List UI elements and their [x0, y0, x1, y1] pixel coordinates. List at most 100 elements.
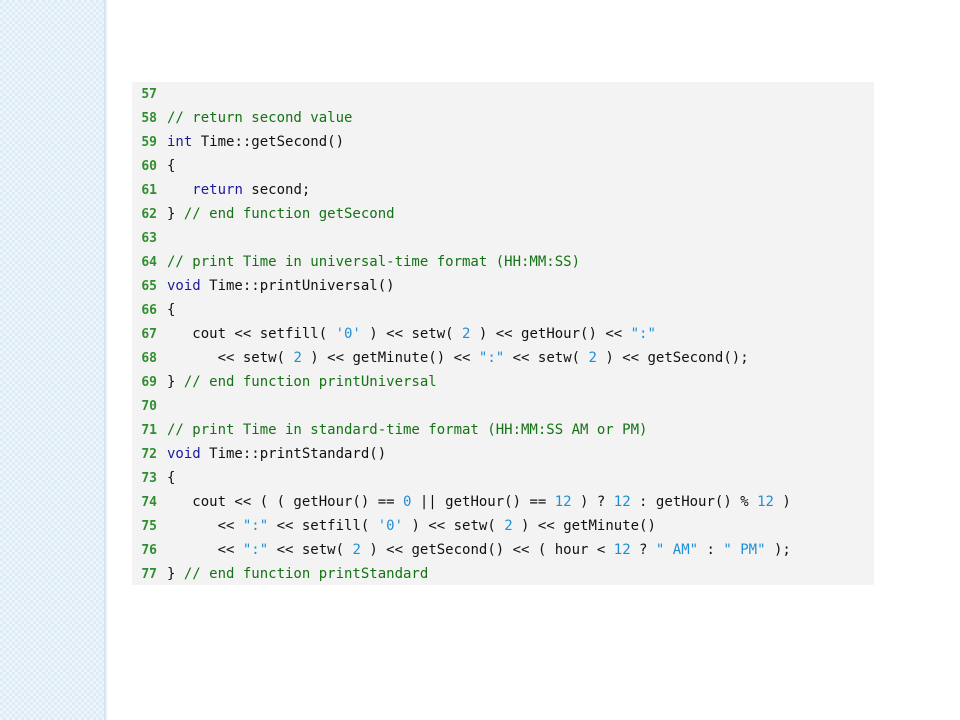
- code-token: ) << getMinute(): [512, 518, 656, 534]
- code-token: ) << setw(: [360, 326, 463, 342]
- code-line: 75 << ":" << setfill( '0' ) << setw( 2 )…: [132, 514, 656, 538]
- line-number: 76: [141, 543, 157, 558]
- code-token: 2: [352, 542, 361, 558]
- line-number: 67: [141, 327, 157, 342]
- code-line: 60 {: [132, 154, 175, 178]
- code-line: 67 cout << setfill( '0' ) << setw( 2 ) <…: [132, 322, 656, 346]
- code-token: << setw(: [268, 542, 353, 558]
- line-number: 74: [141, 495, 157, 510]
- code-token: ) << getSecond();: [596, 350, 749, 366]
- line-number: 58: [141, 111, 157, 126]
- code-token: ) << getMinute() <<: [301, 350, 479, 366]
- code-token: 2: [504, 518, 513, 534]
- code-line: 71 // print Time in standard-time format …: [132, 418, 647, 442]
- code-token: <<: [167, 518, 243, 534]
- code-token: <<: [167, 542, 243, 558]
- code-line: 61 return second;: [132, 178, 310, 202]
- line-number: 66: [141, 303, 157, 318]
- line-number: 72: [141, 447, 157, 462]
- line-number: 69: [141, 375, 157, 390]
- code-line: 58 // return second value: [132, 106, 352, 130]
- line-number: 71: [141, 423, 157, 438]
- code-token: 12: [613, 494, 631, 510]
- code-token: {: [167, 302, 176, 318]
- line-number: 63: [141, 231, 157, 246]
- code-token: }: [167, 206, 184, 222]
- code-token: Time::getSecond(): [192, 134, 345, 150]
- code-token: 2: [462, 326, 471, 342]
- code-token: int: [167, 134, 193, 150]
- code-line: 74 cout << ( ( getHour() == 0 || getHour…: [132, 490, 791, 514]
- code-token: return: [192, 182, 243, 198]
- code-token: );: [765, 542, 791, 558]
- code-token: << setw(: [167, 350, 294, 366]
- line-number: 62: [141, 207, 157, 222]
- code-token: // end function printStandard: [183, 566, 429, 582]
- code-token: ":": [242, 518, 269, 534]
- code-token: void: [167, 278, 201, 294]
- code-token: 0: [403, 494, 412, 510]
- code-token: " PM": [723, 542, 766, 558]
- code-token: '0': [335, 326, 361, 342]
- line-number: 59: [141, 135, 157, 150]
- line-number: 57: [141, 87, 157, 102]
- code-token: // print Time in standard-time format (H…: [167, 422, 648, 438]
- code-token: 2: [293, 350, 302, 366]
- code-line: 65 void Time::printUniversal(): [132, 274, 395, 298]
- code-token: }: [167, 566, 184, 582]
- code-token: ?: [630, 542, 656, 558]
- code-token: ":": [242, 542, 269, 558]
- code-line: 63: [132, 226, 167, 250]
- line-number: 75: [141, 519, 157, 534]
- code-line: 66 {: [132, 298, 175, 322]
- code-token: << setw(: [504, 350, 589, 366]
- code-token: // print Time in universal-time format (…: [167, 254, 581, 270]
- code-token: Time::printStandard(): [200, 446, 387, 462]
- code-line: 77} // end function printStandard: [132, 562, 428, 586]
- line-number: 77: [141, 567, 157, 582]
- code-token: 2: [588, 350, 597, 366]
- code-token: ) ?: [571, 494, 614, 510]
- code-token: 12: [613, 542, 631, 558]
- code-token: 12: [554, 494, 572, 510]
- code-token: cout << setfill(: [167, 326, 336, 342]
- code-token: [167, 182, 192, 198]
- code-token: {: [167, 158, 176, 174]
- code-token: << setfill(: [268, 518, 378, 534]
- code-token: 12: [757, 494, 774, 510]
- code-token: // end function getSecond: [183, 206, 395, 222]
- code-token: // return second value: [167, 110, 353, 126]
- code-token: cout << ( ( getHour() ==: [167, 494, 404, 510]
- code-line: 69} // end function printUniversal: [132, 370, 436, 394]
- code-line: 59 int Time::getSecond(): [132, 130, 344, 154]
- code-token: || getHour() ==: [411, 494, 555, 510]
- code-token: }: [167, 374, 184, 390]
- line-number: 60: [141, 159, 157, 174]
- code-token: " AM": [655, 542, 699, 558]
- code-token: Time::printUniversal(): [200, 278, 395, 294]
- line-number: 68: [141, 351, 157, 366]
- line-number: 73: [141, 471, 157, 486]
- code-line: 76 << ":" << setw( 2 ) << getSecond() <<…: [132, 538, 791, 562]
- code-token: : getHour() %: [630, 494, 758, 510]
- code-token: '0': [377, 518, 404, 534]
- code-token: ): [773, 494, 791, 510]
- line-number: 61: [141, 183, 157, 198]
- code-token: ":": [478, 350, 505, 366]
- code-token: ":": [630, 326, 656, 342]
- code-line: 68 << setw( 2 ) << getMinute() << ":" <<…: [132, 346, 749, 370]
- line-number: 65: [141, 279, 157, 294]
- code-token: {: [167, 470, 176, 486]
- code-token: :: [698, 542, 724, 558]
- code-line: 62} // end function getSecond: [132, 202, 395, 226]
- code-token: second;: [242, 182, 311, 198]
- code-token: ) << getSecond() << ( hour <: [360, 542, 614, 558]
- code-token: ) << getHour() <<: [470, 326, 631, 342]
- code-line: 73 {: [132, 466, 175, 490]
- code-line: 57: [132, 82, 167, 106]
- line-number: 70: [141, 399, 157, 414]
- line-number: 64: [141, 255, 157, 270]
- side-strip-edge: [104, 0, 108, 720]
